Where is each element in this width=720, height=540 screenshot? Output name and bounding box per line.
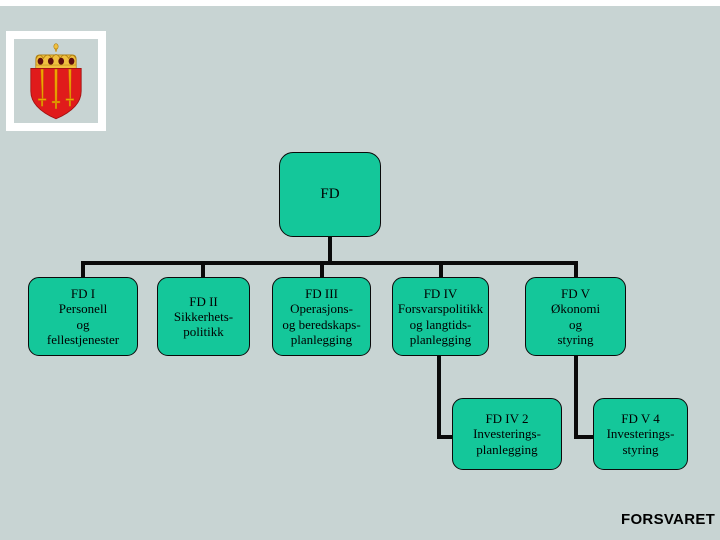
connector-drop-fd2 — [201, 261, 205, 278]
org-node-fd-line-0: FD — [320, 185, 340, 202]
org-node-fd[interactable]: FD — [279, 152, 381, 237]
org-node-fd5-4[interactable]: FD V 4 Investerings- styring — [593, 398, 688, 470]
org-node-fd1-line-2: og — [76, 316, 90, 332]
org-node-fd4-line-2: og langtids- — [409, 316, 472, 332]
coat-of-arms-icon — [14, 39, 98, 123]
org-node-fd5-line-0: FD V — [560, 286, 591, 302]
org-node-fd1-line-3: fellestjenester — [46, 331, 120, 347]
org-node-fd4-line-1: Forsvarspolitikk — [397, 301, 484, 317]
org-node-fd4[interactable]: FD IV Forsvarspolitikk og langtids- plan… — [392, 277, 489, 356]
org-node-fd1-line-1: Personell — [58, 301, 108, 317]
connector-drop-fd4 — [439, 261, 443, 278]
org-node-fd5-line-2: og — [569, 316, 582, 332]
org-node-fd3-line-3: planlegging — [290, 331, 353, 347]
org-node-fd2[interactable]: FD II Sikkerhets- politikk — [157, 277, 250, 356]
org-node-fd5-line-1: Økonomi — [550, 301, 601, 317]
org-node-fd5[interactable]: FD V Økonomi og styring — [525, 277, 626, 356]
org-node-fd2-line-1: Sikkerhets- — [173, 308, 234, 324]
org-node-fd3-line-0: FD III — [305, 286, 338, 302]
connector-fd5-horizontal — [574, 435, 598, 439]
org-node-fd3[interactable]: FD III Operasjons- og beredskaps- planle… — [272, 277, 371, 356]
connector-drop-fd3 — [320, 261, 324, 278]
org-node-fd1-line-0: FD I — [70, 286, 96, 302]
connector-fd-stem — [328, 237, 332, 264]
connector-fd4-vertical — [437, 355, 441, 439]
org-node-fd4-2[interactable]: FD IV 2 Investerings- planlegging — [452, 398, 562, 470]
org-node-fd5-4-line-2: styring — [622, 441, 659, 457]
connector-fd4-horizontal — [437, 435, 459, 439]
org-node-fd4-2-line-2: planlegging — [476, 441, 538, 457]
connector-bus-level2 — [81, 261, 578, 265]
org-node-fd4-line-0: FD IV — [423, 286, 458, 302]
org-node-fd4-2-line-0: FD IV 2 — [485, 411, 529, 427]
slide-top-strip — [0, 0, 720, 6]
connector-drop-fd5 — [574, 261, 578, 278]
org-node-fd5-4-line-1: Investerings- — [606, 426, 675, 442]
org-node-fd3-line-2: og beredskaps- — [282, 316, 361, 332]
forsvaret-wordmark: FORSVARET — [621, 511, 716, 528]
coat-of-arms-frame — [6, 31, 106, 131]
org-node-fd5-line-3: styring — [557, 331, 594, 347]
org-node-fd2-line-2: politikk — [183, 324, 224, 340]
org-node-fd3-line-1: Operasjons- — [290, 301, 353, 317]
org-node-fd5-4-line-0: FD V 4 — [621, 411, 660, 427]
org-node-fd2-line-0: FD II — [189, 293, 218, 309]
org-node-fd4-2-line-1: Investerings- — [473, 426, 541, 442]
org-node-fd1[interactable]: FD I Personell og fellestjenester — [28, 277, 138, 356]
connector-drop-fd1 — [81, 261, 85, 278]
org-node-fd4-line-3: planlegging — [409, 331, 472, 347]
connector-fd5-vertical — [574, 355, 578, 439]
